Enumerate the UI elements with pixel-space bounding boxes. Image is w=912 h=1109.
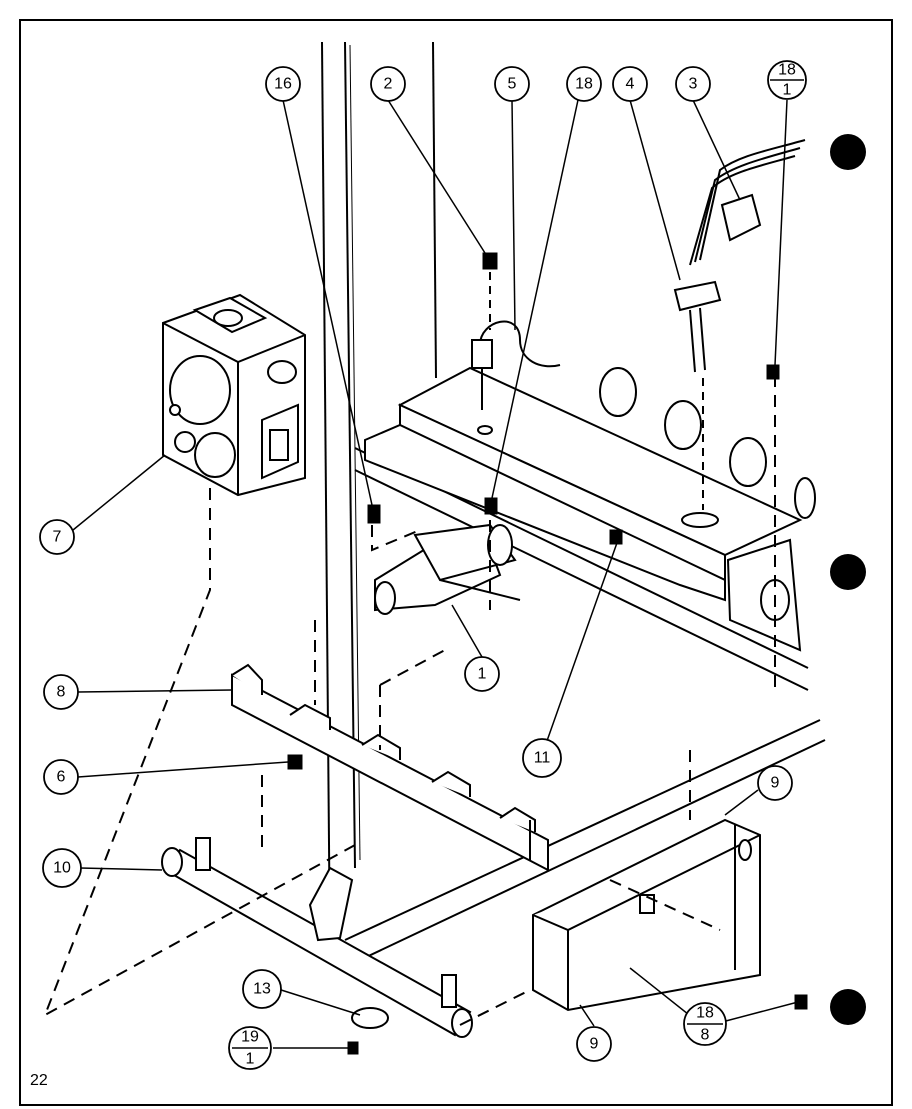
callout-1-label: 1 xyxy=(478,666,487,683)
igniter xyxy=(471,272,561,410)
callout-18-8-numerator: 18 xyxy=(696,1005,714,1022)
callout-18-1-denominator: 1 xyxy=(783,82,792,99)
callout-18-1-numerator: 18 xyxy=(778,62,796,79)
callout-11-label: 11 xyxy=(534,750,551,767)
callout-8-label: 8 xyxy=(57,684,66,701)
callout-18-8-denominator: 8 xyxy=(701,1027,710,1044)
manifold-pipe xyxy=(161,837,473,1038)
callout-7-label: 7 xyxy=(53,529,62,546)
callout-16-label: 16 xyxy=(274,76,292,93)
registration-dot xyxy=(830,134,866,170)
callout-5-label: 5 xyxy=(508,76,517,93)
callout-3-label: 3 xyxy=(689,76,698,93)
burner-manifold xyxy=(364,366,816,652)
page-number: 22 xyxy=(30,1072,48,1089)
registration-dot xyxy=(830,989,866,1025)
callout-6-label: 6 xyxy=(57,769,66,786)
callout-10-label: 10 xyxy=(53,860,71,877)
burner xyxy=(374,523,521,615)
leader-lines xyxy=(72,99,799,1049)
page-frame xyxy=(19,19,893,1106)
callout-9-label: 9 xyxy=(590,1036,599,1053)
callout-2-label: 2 xyxy=(384,76,393,93)
callout-circles xyxy=(39,60,807,1070)
callout-19-1-denominator: 1 xyxy=(246,1051,255,1068)
callout-13-label: 13 xyxy=(253,981,271,998)
callout-18-label: 18 xyxy=(575,76,593,93)
fraction-bars xyxy=(232,79,804,1049)
burner-bracket xyxy=(231,663,549,872)
cover-panel xyxy=(532,818,761,1012)
callout-9-label: 9 xyxy=(771,775,780,792)
callout-19-1-numerator: 19 xyxy=(241,1029,259,1046)
callout-4-label: 4 xyxy=(626,76,635,93)
assembly-lines xyxy=(44,375,776,1026)
screw-hardware xyxy=(287,252,808,1055)
registration-dot xyxy=(830,554,866,590)
sensor-assembly xyxy=(673,139,806,510)
gas-valve xyxy=(162,293,306,497)
